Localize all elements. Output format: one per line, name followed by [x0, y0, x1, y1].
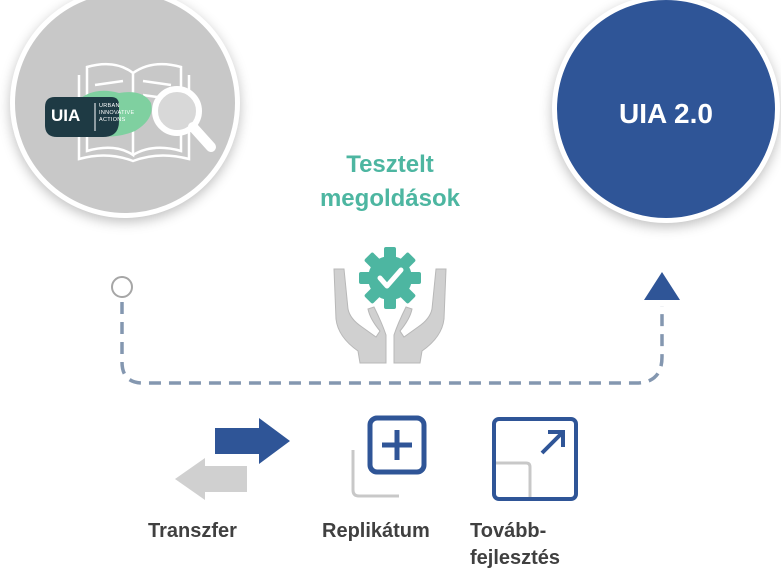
- uia-logo-circle: UIA URBAN INNOVATIVE ACTIONS: [10, 0, 240, 218]
- transfer-arrows-icon: [175, 418, 290, 500]
- further-development-label: Tovább-fejlesztés: [470, 520, 561, 569]
- uia-logo-subtext: URBAN INNOVATIVE ACTIONS: [99, 103, 135, 123]
- dashed-line: [120, 302, 664, 385]
- uia2-title: UIA 2.0: [619, 98, 713, 129]
- replicate-label: Replikátum: [322, 520, 430, 542]
- uia-logo-text: UIA: [51, 106, 81, 125]
- tested-solutions-label: Tesztelt megoldások: [319, 151, 461, 212]
- transfer-label: Transzfer: [148, 520, 237, 542]
- hands-gear-check-icon: [333, 247, 447, 364]
- book-magnifier-icon: [45, 62, 216, 163]
- arrowhead-up-icon: [644, 272, 680, 300]
- uia2-circle: UIA 2.0: [552, 0, 780, 223]
- expand-scale-icon: [492, 417, 578, 501]
- replicate-add-icon: [351, 415, 427, 498]
- start-node-circle: [111, 276, 133, 298]
